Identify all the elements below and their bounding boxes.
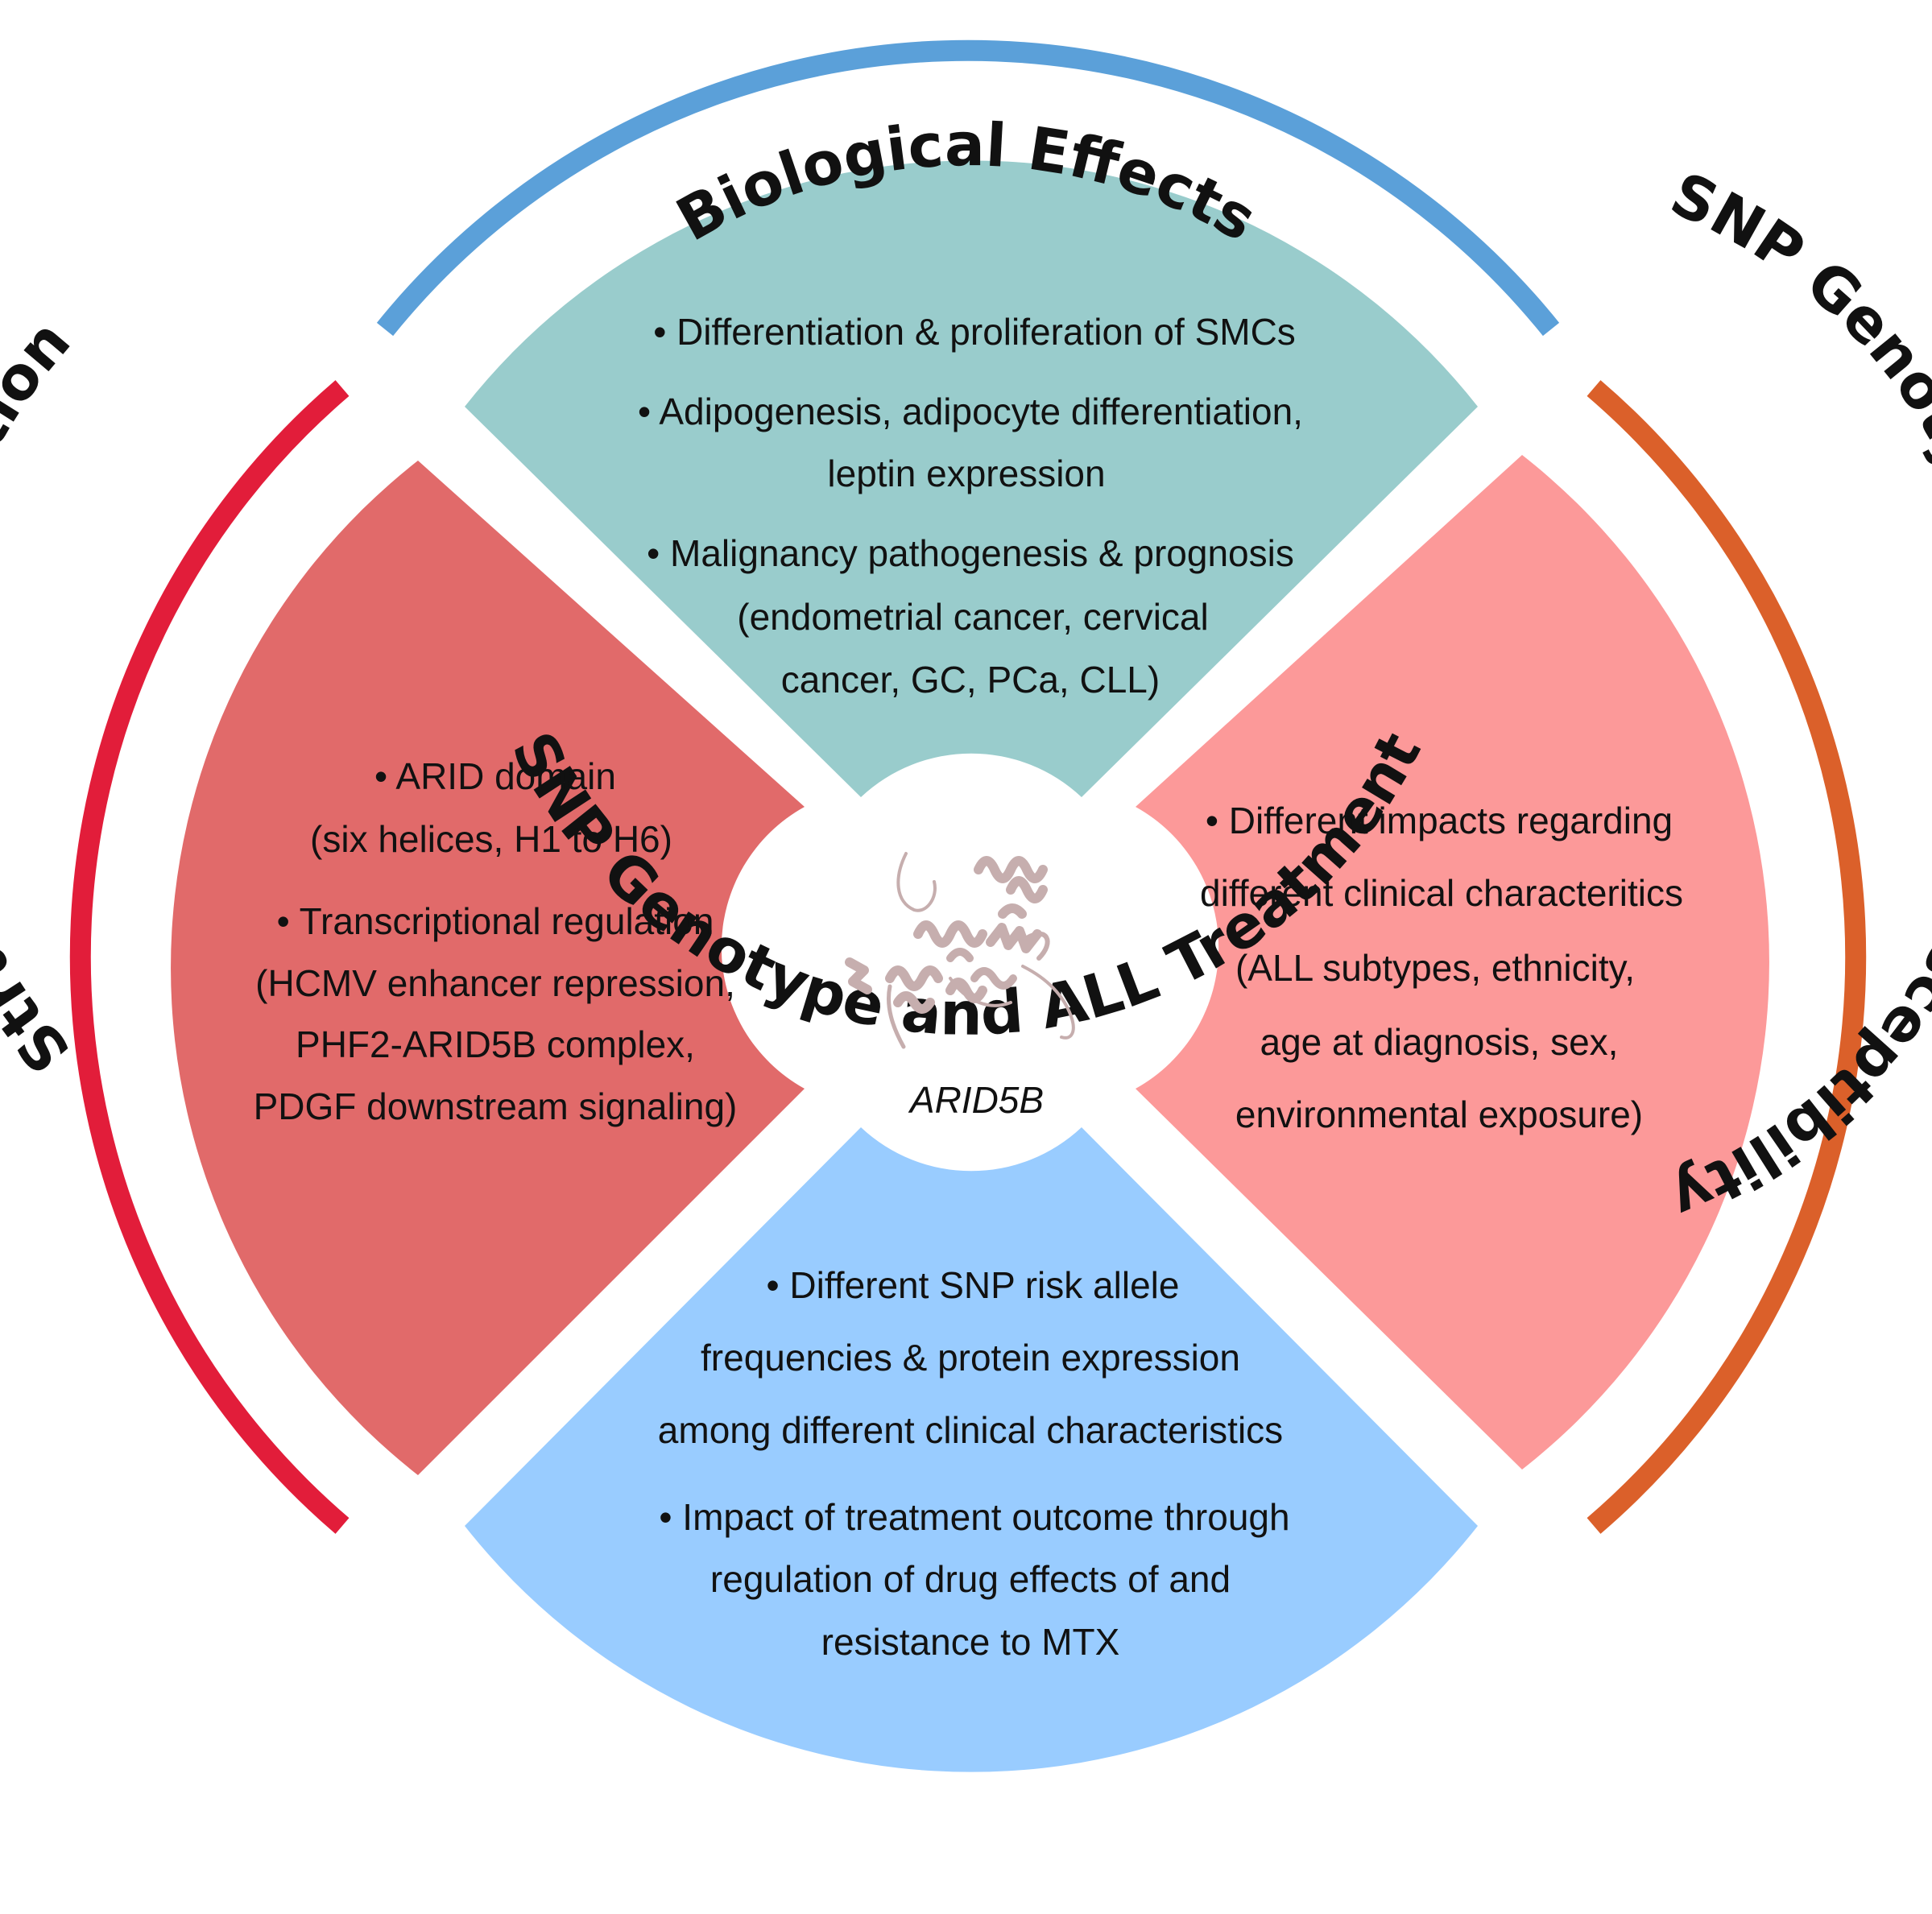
sector-bottom-line: • Different SNP risk allele: [767, 1264, 1180, 1306]
sector-top-line: leptin expression: [827, 453, 1105, 494]
sector-structure-and-function: [171, 461, 805, 1475]
sector-snp-susceptibility: [1136, 455, 1769, 1470]
sector-left-line: PDGF downstream signaling): [254, 1085, 738, 1127]
sector-left-line: • ARID domain: [374, 755, 616, 797]
arc-biological-effects: [376, 39, 1560, 337]
sector-left-text: • ARID domain (six helices, H1 to H6) • …: [254, 755, 738, 1127]
sector-left-line: (six helices, H1 to H6): [310, 818, 672, 860]
sector-right-line: different clinical characteritics: [1200, 872, 1683, 914]
sector-top-line: • Adipogenesis, adipocyte differentiatio…: [638, 391, 1303, 432]
sector-right-line: (ALL subtypes, ethnicity,: [1235, 947, 1635, 989]
sector-right-line: • Different impacts regarding: [1206, 800, 1673, 841]
sector-top-line: • Differentiation & proliferation of SMC…: [653, 311, 1296, 353]
arc-structure-and-function: [69, 380, 350, 1534]
sector-top-text: • Differentiation & proliferation of SMC…: [638, 311, 1303, 701]
sector-biological-effects: [465, 160, 1478, 798]
sector-snp-treatment: [465, 1127, 1478, 1772]
sector-bottom-text: • Different SNP risk allele frequencies …: [658, 1264, 1290, 1663]
sector-bottom-line: regulation of drug effects of and: [710, 1558, 1231, 1600]
sector-left-line: (HCMV enhancer repression,: [255, 962, 735, 1004]
sector-bottom-line: frequencies & protein expression: [701, 1337, 1240, 1379]
sector-left-line: PHF2-ARID5B complex,: [296, 1023, 695, 1065]
sector-right-line: environmental exposure): [1235, 1093, 1643, 1135]
sector-right-text: • Different impacts regarding different …: [1200, 800, 1683, 1135]
sector-bottom-line: among different clinical characteristics: [658, 1409, 1283, 1451]
sector-top-line: cancer, GC, PCa, CLL): [781, 659, 1160, 701]
sector-right-line: age at diagnosis, sex,: [1260, 1021, 1619, 1063]
sector-bottom-line: • Impact of treatment outcome through: [659, 1496, 1289, 1538]
center-label: ARID5B: [908, 1079, 1044, 1121]
sector-top-line: • Malignancy pathogenesis & prognosis: [647, 532, 1294, 574]
sector-top-line: (endometrial cancer, cervical: [737, 596, 1208, 638]
sector-left-line: • Transcriptional regulation: [277, 900, 714, 942]
arc-snp-susceptibility: [1587, 380, 1867, 1534]
protein-structure-icon: [845, 852, 1075, 1049]
sector-bottom-line: resistance to MTX: [821, 1621, 1120, 1663]
